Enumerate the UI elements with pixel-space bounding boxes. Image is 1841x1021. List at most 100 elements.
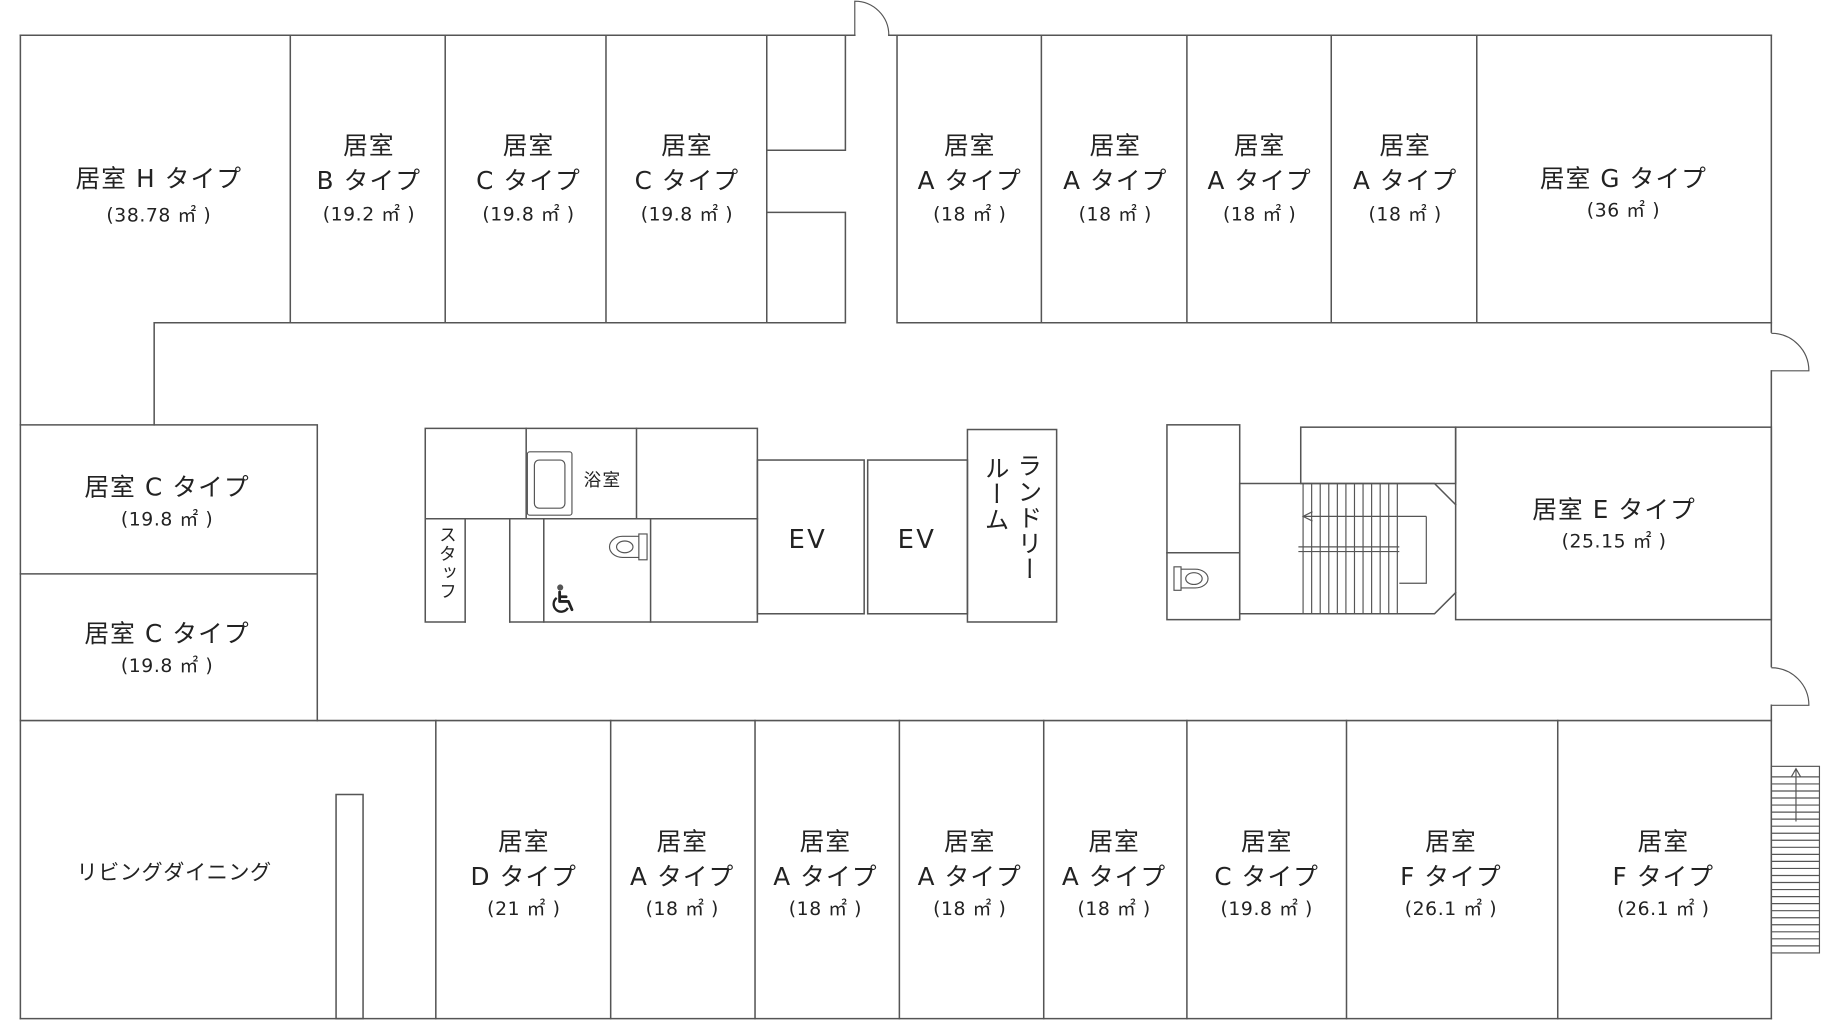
room-label: 居室 <box>343 131 395 160</box>
right-core <box>1166 424 1457 621</box>
room-area: (38.78 ㎡ ) <box>106 203 211 226</box>
core-outline <box>424 427 759 623</box>
room-type: A タイプ <box>630 862 734 891</box>
bottom-room-partitions <box>435 719 1559 1020</box>
room-type: A タイプ <box>1353 166 1457 195</box>
room-a-type: 居室 A タイプ (18 ㎡ ) <box>1062 827 1166 920</box>
room-type: A タイプ <box>773 862 877 891</box>
room-a-type: 居室 A タイプ (18 ㎡ ) <box>773 827 877 920</box>
room-area: (18 ㎡ ) <box>933 202 1006 225</box>
room-area: (19.8 ㎡ ) <box>641 202 733 225</box>
room-c-type: 居室 C タイプ (19.8 ㎡ ) <box>476 131 581 225</box>
room-area: (26.1 ㎡ ) <box>1405 897 1497 920</box>
elevator-1 <box>756 459 865 615</box>
toilet-icon <box>608 533 648 561</box>
wheelchair-icon <box>552 584 574 613</box>
room-b-type: 居室 B タイプ (19.2 ㎡ ) <box>317 131 421 225</box>
room-type: B タイプ <box>317 166 421 195</box>
walls <box>19 34 1773 1020</box>
room-label: 居室 <box>1234 131 1286 160</box>
room-label: 居室 G タイプ <box>1540 164 1707 193</box>
core-partitions <box>424 427 759 623</box>
central-core: 浴室 スタッフ EV EV ランドリー ルーム <box>424 427 1058 623</box>
room-f-type: 居室 F タイプ (26.1 ㎡ ) <box>1612 827 1714 920</box>
room-label: 居室 <box>661 131 713 160</box>
room-c-type: 居室 C タイプ (19.8 ㎡ ) <box>1214 827 1319 920</box>
room-type: C タイプ <box>635 166 740 195</box>
room-area: (26.1 ㎡ ) <box>1617 897 1709 920</box>
room-area: (18 ㎡ ) <box>933 897 1006 920</box>
room-label: 居室 E タイプ <box>1532 495 1696 524</box>
room-a-type: 居室 A タイプ (18 ㎡ ) <box>1063 131 1166 225</box>
dining-counter <box>335 793 364 1020</box>
arrow-icon <box>1790 767 1802 822</box>
room-area: (18 ㎡ ) <box>1077 897 1150 920</box>
room-area: (19.8 ㎡ ) <box>482 202 574 225</box>
room-area: (19.2 ㎡ ) <box>323 202 415 225</box>
room-area: (18 ㎡ ) <box>646 897 719 920</box>
room-type: C タイプ <box>476 166 581 195</box>
staff-room-label: スタッフ <box>436 526 456 601</box>
room-label: 居室 <box>1090 131 1142 160</box>
room-area: (18 ㎡ ) <box>1369 202 1442 225</box>
arrow-icon <box>1301 511 1427 522</box>
door-swing-icon <box>1771 332 1810 372</box>
room-a-type: 居室 A タイプ (18 ㎡ ) <box>1207 131 1311 225</box>
room-type: A タイプ <box>918 862 1022 891</box>
room-c-type: 居室 C タイプ (19.8 ㎡ ) <box>84 619 249 677</box>
room-label: 居室 C タイプ <box>84 619 249 648</box>
room-a-type: 居室 A タイプ (18 ㎡ ) <box>630 827 734 920</box>
room-label: 居室 <box>1638 827 1690 856</box>
room-area: (19.8 ㎡ ) <box>1220 897 1312 920</box>
room-label: 居室 <box>498 827 550 856</box>
bathtub-icon <box>526 451 573 516</box>
room-area: (18 ㎡ ) <box>789 897 862 920</box>
room-label: 居室 <box>1379 131 1431 160</box>
room-type: A タイプ <box>918 166 1022 195</box>
room-label: 居室 C タイプ <box>84 473 249 502</box>
room-type: A タイプ <box>1062 862 1166 891</box>
room-label: 居室 <box>656 827 708 856</box>
room-c-type: 居室 C タイプ (19.8 ㎡ ) <box>635 131 740 225</box>
room-c-type: 居室 C タイプ (19.8 ㎡ ) <box>84 473 249 531</box>
bathtub-inner <box>533 459 566 509</box>
room-label: 居室 <box>1088 827 1140 856</box>
room-label: 居室 H タイプ <box>76 164 243 193</box>
wheelchair-body <box>558 590 574 612</box>
outside-stairs <box>1770 765 1821 954</box>
room-label: 居室 <box>1425 827 1477 856</box>
room-h-type: 居室 H タイプ (38.78 ㎡ ) <box>76 164 243 227</box>
living-dining: リビングダイニング <box>76 859 271 884</box>
laundry-room <box>966 428 1058 623</box>
toilet-tank <box>1173 566 1182 591</box>
laundry-label-col-1: ランドリー <box>1014 453 1043 582</box>
room-a-type: 居室 A タイプ (18 ㎡ ) <box>918 827 1022 920</box>
room-type: A タイプ <box>1207 166 1311 195</box>
stair-treads <box>1302 483 1398 614</box>
stair-outline <box>1238 482 1457 615</box>
stairs-icon <box>1770 765 1821 954</box>
bath-label: 浴室 <box>584 471 622 491</box>
room-type: F タイプ <box>1612 862 1714 891</box>
toilet-tank <box>638 533 648 561</box>
toilet-seat <box>615 540 634 554</box>
room-label: 居室 <box>1241 827 1293 856</box>
toilet-icon <box>1173 566 1209 591</box>
room-g-type: 居室 G タイプ (36 ㎡ ) <box>1540 164 1707 222</box>
room-label: 居室 <box>800 827 852 856</box>
room-area: (36 ㎡ ) <box>1587 199 1660 222</box>
toilet-seat <box>1185 572 1203 586</box>
door-swing-icon <box>1771 667 1810 706</box>
stairs-icon <box>1238 482 1457 615</box>
room-area: (18 ㎡ ) <box>1223 202 1296 225</box>
bathtub-outer <box>526 451 573 516</box>
room-area: (21 ㎡ ) <box>487 897 560 920</box>
doors <box>854 0 1810 706</box>
elevator-2-label: EV <box>898 525 937 555</box>
room-type: C タイプ <box>1214 862 1319 891</box>
room-area: (19.8 ㎡ ) <box>121 654 213 677</box>
room-d-type: 居室 D タイプ (21 ㎡ ) <box>471 827 576 920</box>
stair-hall-upper <box>1299 426 1457 485</box>
room-e-type: 居室 E タイプ (25.15 ㎡ ) <box>1532 495 1696 553</box>
